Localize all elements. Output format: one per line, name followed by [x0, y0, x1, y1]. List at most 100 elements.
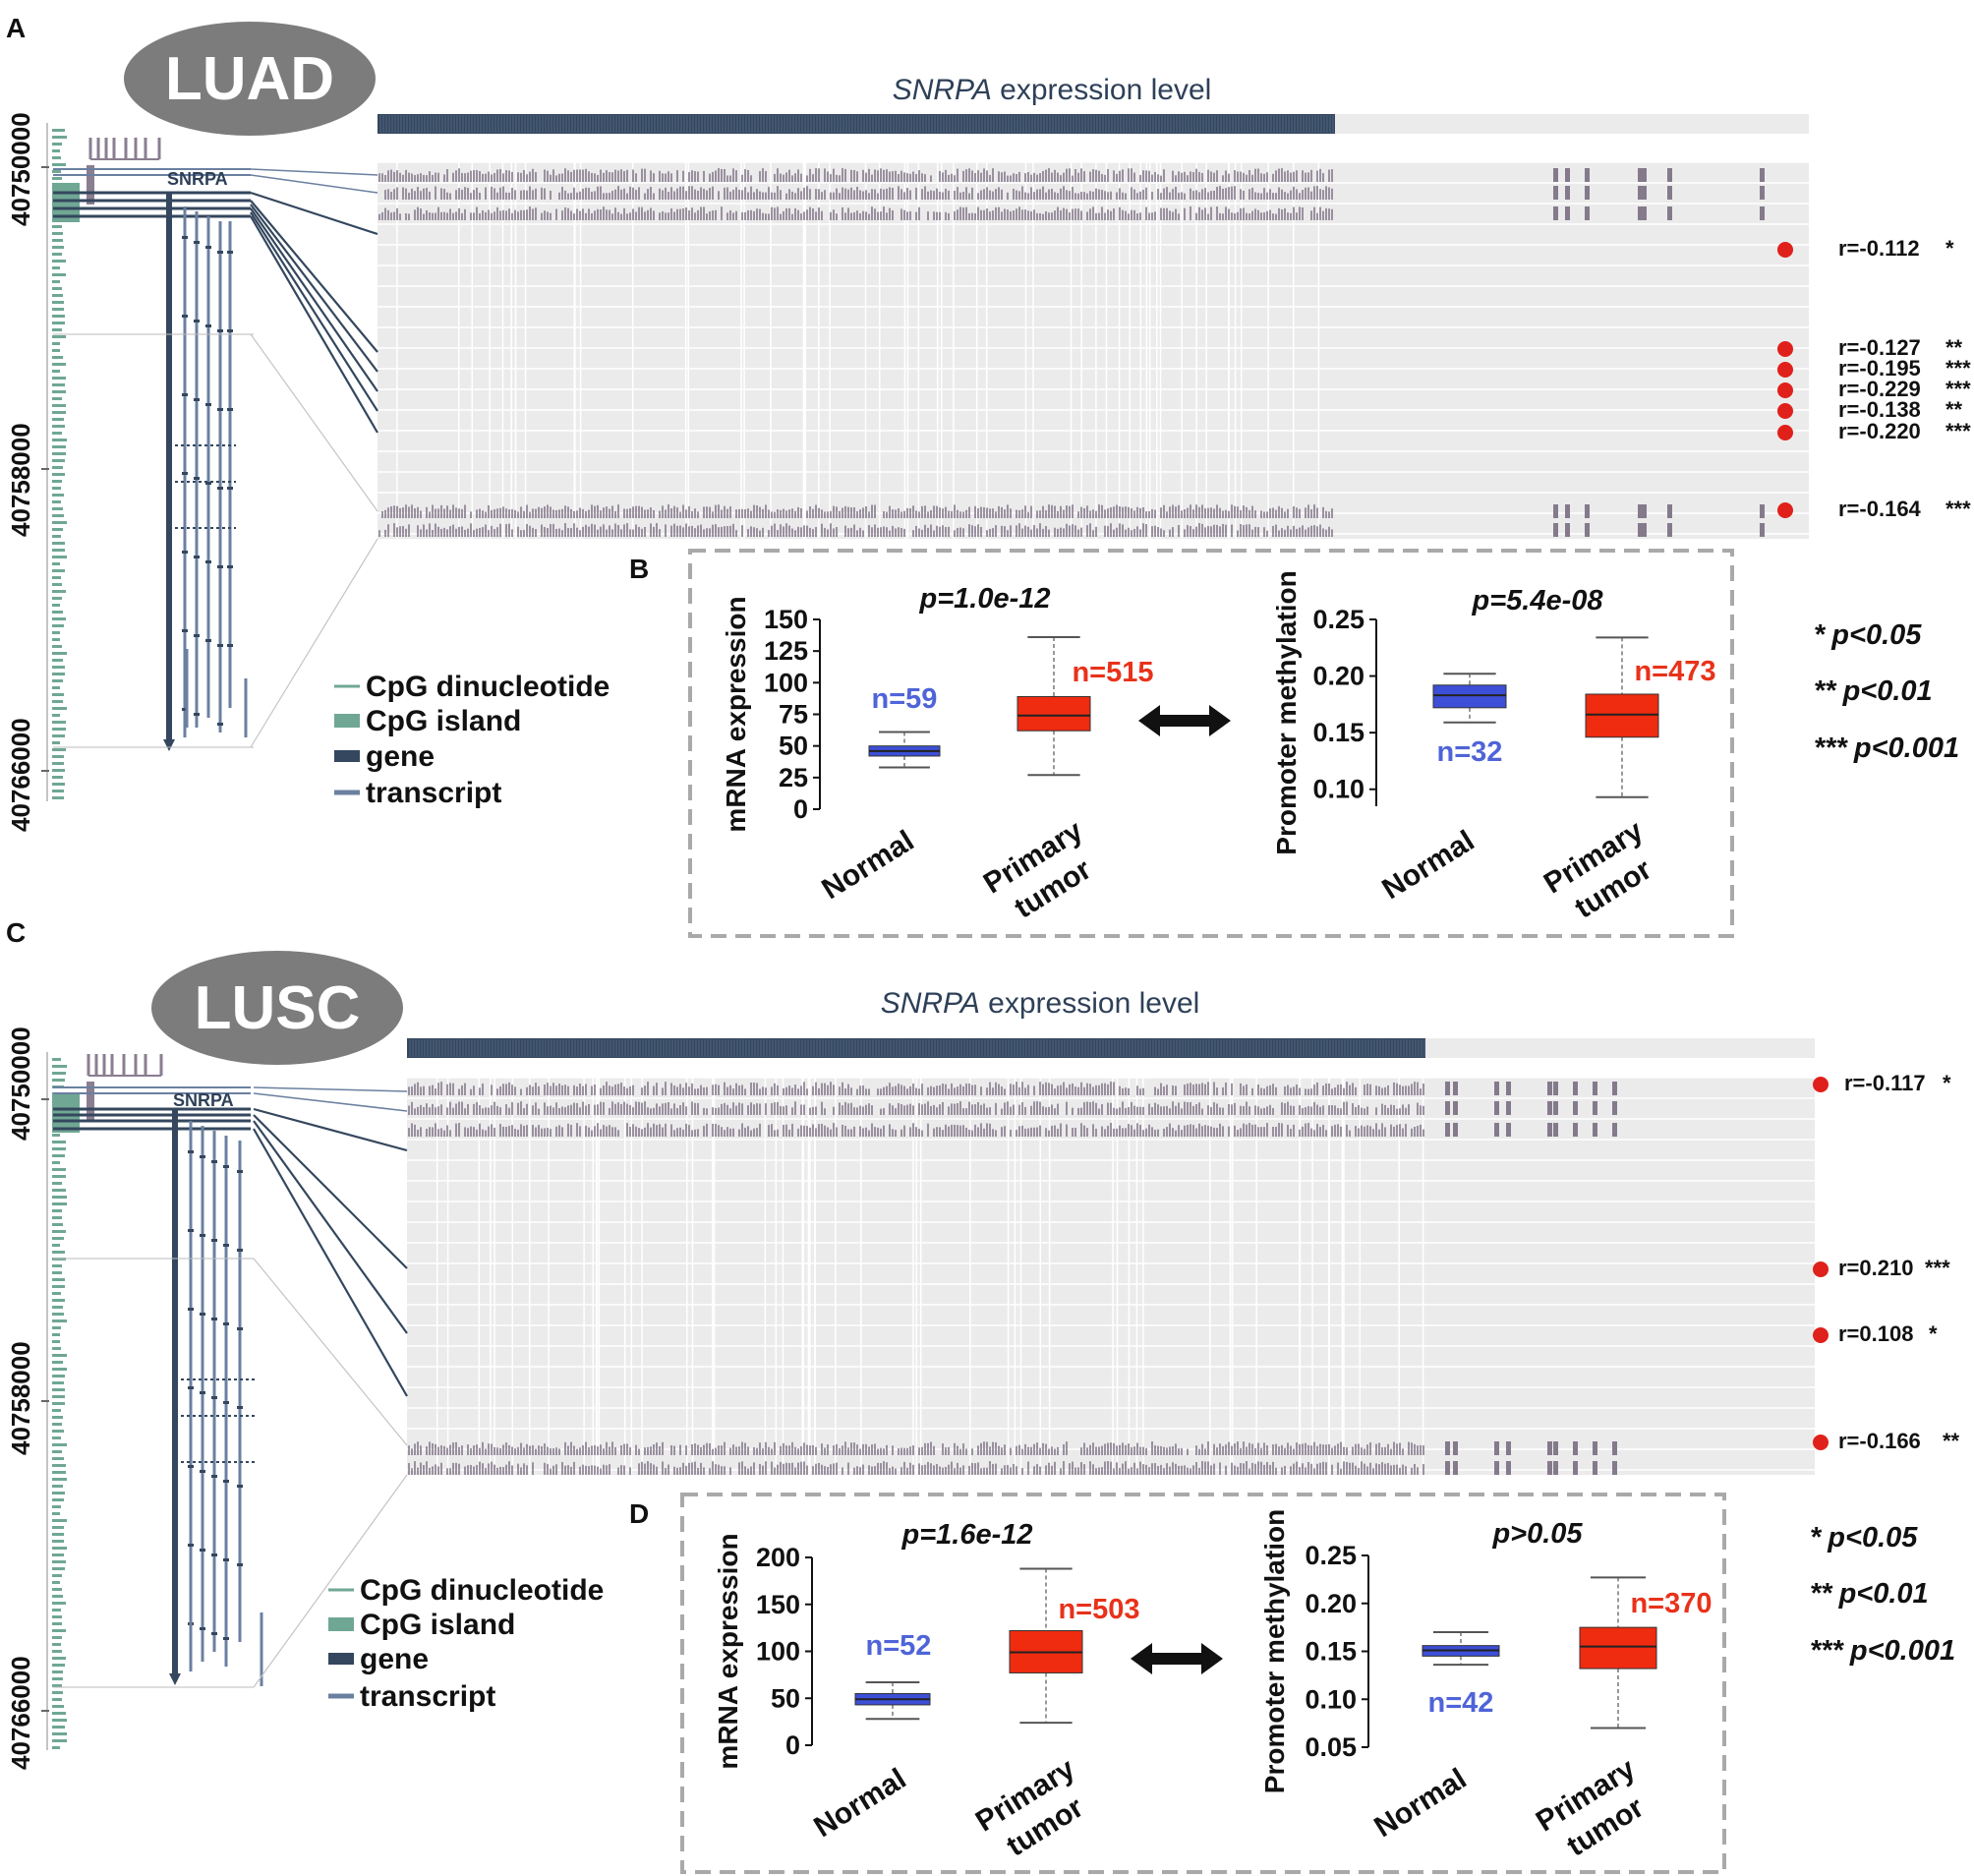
- heatmap-title: SNRPA expression level: [893, 74, 1212, 106]
- probe-connector: [250, 207, 378, 392]
- cpg-dinucleotide-mark: [52, 466, 63, 469]
- methylation-signal: [1573, 1082, 1578, 1095]
- cpg-dinucleotide-mark: [52, 1657, 66, 1660]
- correlation-item: r=-0.127**: [1777, 335, 1963, 360]
- correlation-item: r=0.108*: [1813, 1321, 1938, 1346]
- correlation-stars: **: [1945, 335, 1963, 360]
- category-label-normal: Normal: [1376, 825, 1480, 907]
- methylation-signal: [1445, 1101, 1450, 1115]
- methylation-signal: [1553, 1461, 1558, 1475]
- significance-key: **p<0.01: [1811, 1578, 1929, 1610]
- methylation-signal: [1445, 1082, 1450, 1095]
- cpg-dinucleotide-mark: [52, 335, 66, 338]
- cpg-dinucleotide-mark: [52, 1271, 62, 1274]
- correlation-r: r=-0.112: [1838, 236, 1920, 261]
- cpg-dinucleotide-mark: [52, 1526, 64, 1529]
- cpg-dinucleotide-mark: [52, 342, 60, 345]
- correlation-item: r=-0.229***: [1777, 377, 1971, 401]
- cpg-dinucleotide-mark: [52, 741, 60, 744]
- plot-p-value: p=5.4e-08: [1471, 585, 1603, 616]
- heatmap-background: [377, 162, 1809, 539]
- gene-structure-track: [41, 1052, 263, 1750]
- probe-connector: [253, 1474, 408, 1688]
- cpg-dinucleotide-mark: [52, 796, 64, 799]
- cpg-dinucleotide-mark: [52, 315, 65, 318]
- cpg-dinucleotide-mark: [52, 273, 66, 276]
- cpg-dinucleotide-mark: [52, 1072, 66, 1075]
- probe-connector: [253, 1128, 408, 1397]
- exon-tick: [205, 246, 211, 249]
- methylation-signal: [1453, 1123, 1458, 1137]
- exon-tick: [223, 1637, 229, 1640]
- exon-tick: [200, 1234, 205, 1237]
- exon-tick: [223, 1322, 229, 1325]
- legend-cpg-island: CpG island: [360, 1609, 515, 1641]
- cpg-dinucleotide-mark: [52, 383, 65, 386]
- cpg-dinucleotide-mark: [52, 390, 66, 393]
- exon-tick: [237, 1485, 243, 1488]
- exon-tick: [182, 315, 188, 318]
- correlation-labels: r=-0.112* r=-0.127** r=-0.195*** r=-0.22…: [1777, 236, 1971, 521]
- cpg-dinucleotide-mark: [52, 328, 62, 331]
- y-tick-label: 125: [764, 636, 808, 666]
- cpg-dinucleotide-mark: [52, 1196, 67, 1199]
- methylation-signal: [1593, 1101, 1597, 1115]
- y-tick-label: 50: [771, 1683, 800, 1713]
- dataset-badge-lusc: [151, 951, 403, 1065]
- cpg-dinucleotide-mark: [52, 734, 65, 737]
- category-label-normal: Normal: [816, 825, 919, 907]
- gene-arrowhead: [163, 739, 175, 751]
- probe-connector: [250, 168, 378, 176]
- y-tick-label: 100: [764, 668, 808, 697]
- probe-connector: [250, 215, 378, 434]
- cpg-dinucleotide-mark: [52, 377, 66, 380]
- gene-legend: CpG dinucleotide CpG island gene transcr…: [328, 1574, 604, 1713]
- exon-tick: [194, 398, 200, 401]
- cpg-dinucleotide-mark: [52, 266, 60, 269]
- cpg-dinucleotide-mark: [52, 246, 64, 249]
- cpg-dinucleotide-mark: [52, 1602, 66, 1605]
- cpg-dinucleotide-mark: [52, 1216, 62, 1219]
- exon-tick: [200, 1627, 205, 1630]
- cpg-dinucleotide-mark: [52, 356, 63, 359]
- methylation-signal: [1585, 504, 1590, 518]
- methylation-signal: [1642, 206, 1647, 220]
- cpg-island-swatch: [334, 714, 360, 728]
- sample-count: n=42: [1428, 1687, 1494, 1719]
- exon-tick: [223, 1480, 229, 1483]
- exon-tick: [182, 393, 188, 396]
- methylation-signal: [1667, 186, 1672, 200]
- probe-connector: [250, 211, 378, 412]
- y-tick-label: 200: [756, 1543, 800, 1572]
- correlation-stars: *: [1945, 236, 1954, 261]
- methylation-signal: [1547, 1441, 1552, 1455]
- methylation-signal: [1445, 1461, 1450, 1475]
- correlation-stars: **: [1943, 1429, 1960, 1453]
- methylation-signal: [1506, 1441, 1511, 1455]
- cpg-dinucleotide-mark: [52, 1595, 63, 1598]
- probe-connector: [253, 1086, 408, 1092]
- cpg-dinucleotide-mark: [52, 1319, 67, 1322]
- cpg-dinucleotide-mark: [52, 494, 64, 497]
- cpg-dinucleotide-mark: [52, 652, 67, 655]
- cpg-dinucleotide-mark: [52, 1402, 65, 1405]
- cpg-dinucleotide-mark: [52, 776, 63, 779]
- exon-tick: [182, 472, 188, 475]
- cpg-dinucleotide-mark: [52, 1574, 62, 1577]
- correlation-stars: **: [1945, 397, 1963, 422]
- cpg-dinucleotide-mark: [52, 322, 65, 324]
- methylation-signal: [1553, 1123, 1558, 1137]
- cpg-dinucleotide-mark: [52, 432, 62, 435]
- exon-tick: [227, 487, 233, 490]
- exon-tick: [200, 1313, 205, 1316]
- y-tick-label: 0: [785, 1730, 800, 1760]
- dataset-badge-luad: [124, 22, 376, 136]
- methylation-signal: [1547, 1123, 1552, 1137]
- cpg-dinucleotide-mark: [52, 590, 66, 593]
- legend-gene: gene: [366, 740, 435, 773]
- methylation-signal: [1612, 1123, 1617, 1137]
- cpg-dinucleotide-mark: [52, 1540, 64, 1543]
- cpg-dinucleotide-mark: [52, 1691, 63, 1694]
- category-label-tumor: Primarytumor: [970, 1752, 1101, 1870]
- cpg-dinucleotide-mark: [52, 707, 67, 710]
